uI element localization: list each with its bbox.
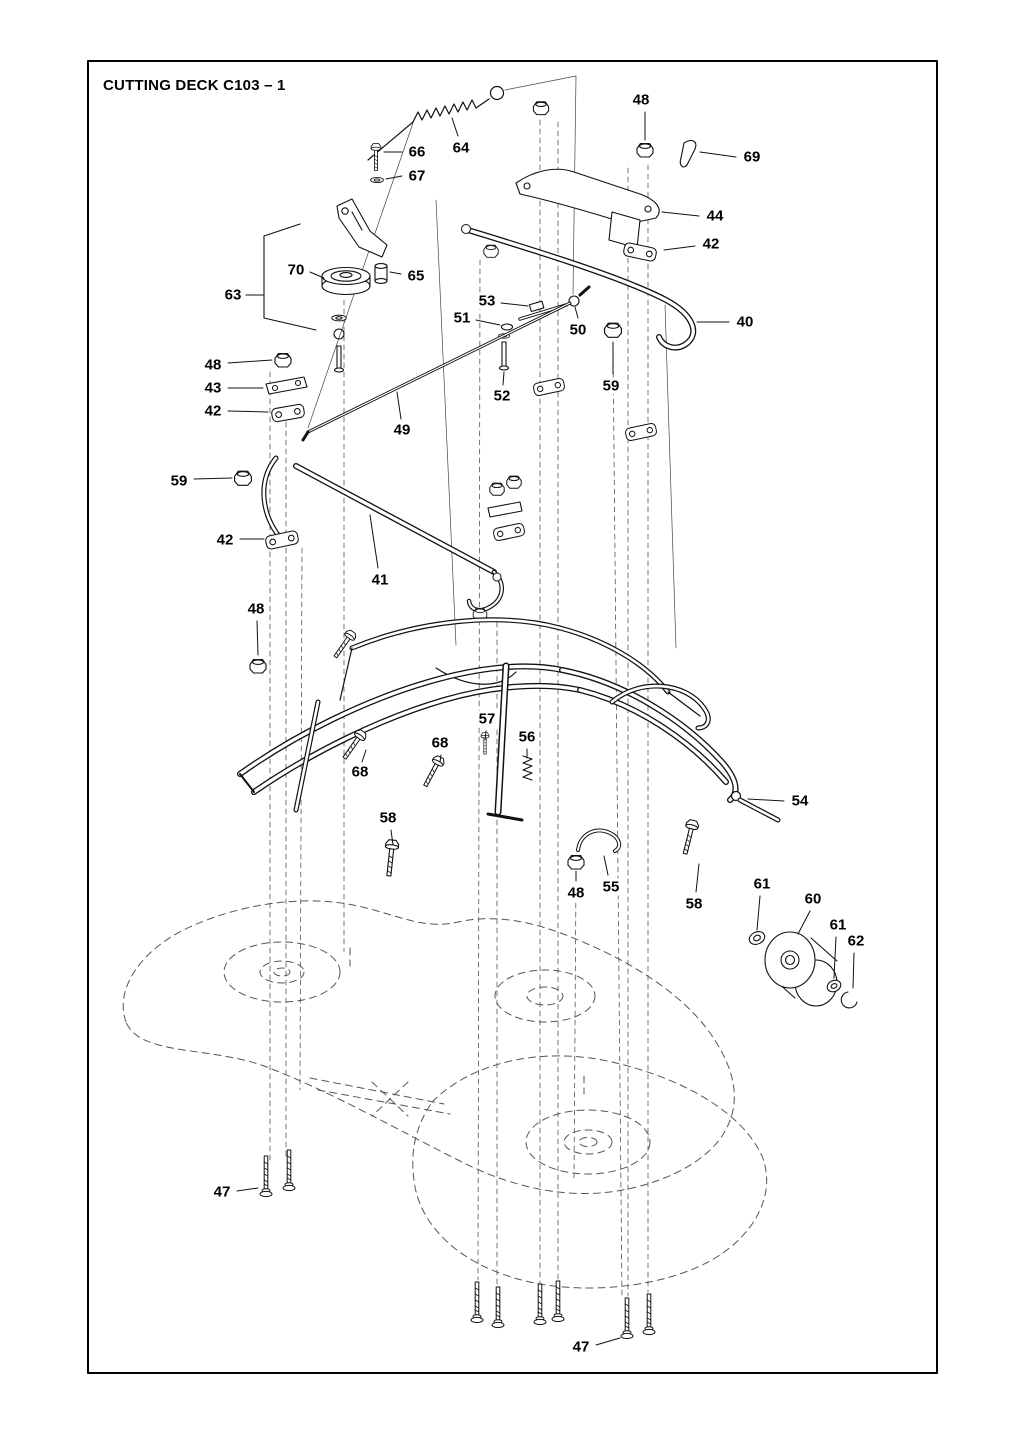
leader-line-48 (256, 620, 259, 656)
leader-line-60 (797, 910, 811, 935)
leader-line-61 (756, 895, 761, 931)
leader-line-44 (661, 211, 700, 217)
leader-line-69 (699, 151, 737, 158)
leader-line-54 (747, 798, 785, 802)
lift-frame-54 (237, 662, 781, 823)
left-hardware-stack (234, 352, 308, 551)
roller-assembly-60 (748, 931, 858, 1009)
leader-lines (193, 111, 855, 1346)
deck-screws-47 (259, 1149, 656, 1340)
upper-lift-arm (339, 617, 701, 717)
leader-line-53 (500, 302, 529, 307)
spring-64 (367, 85, 505, 161)
leader-line-68 (439, 754, 442, 763)
leader-line-57 (484, 730, 487, 741)
leader-line-49 (396, 391, 402, 420)
leader-line-67 (385, 175, 403, 180)
leader-line-68 (361, 749, 367, 763)
leader-line-42 (663, 245, 696, 251)
leader-line-47 (595, 1337, 621, 1346)
leader-line-50 (574, 306, 579, 319)
leader-line-58 (390, 829, 394, 846)
leader-line-42 (227, 410, 269, 413)
leader-line-59 (193, 477, 233, 480)
leader-line-55 (603, 855, 609, 876)
cutting-deck-shell (122, 900, 768, 1289)
idler-bracket-pulley (247, 143, 388, 373)
rod-40 (461, 224, 697, 351)
upper-bracket-44 (515, 101, 697, 263)
leader-line-58 (695, 863, 700, 893)
diagram-title: CUTTING DECK C103 – 1 (103, 77, 286, 94)
leader-line-48 (227, 359, 273, 364)
leader-line-65 (389, 271, 402, 275)
page-border (87, 60, 938, 1374)
leader-line-70 (309, 271, 325, 279)
leader-line-64 (451, 117, 459, 137)
rod-49 (301, 301, 572, 442)
leader-line-52 (502, 371, 505, 386)
construction-lines (307, 75, 677, 649)
link-assembly-50 (498, 285, 591, 371)
leader-line-62 (852, 952, 855, 989)
alignment-lines (269, 119, 649, 1299)
leader-line-41 (369, 514, 379, 569)
rod-41 (293, 463, 504, 621)
leader-line-51 (475, 319, 501, 326)
leader-line-47 (236, 1187, 259, 1192)
leader-line-61 (833, 936, 837, 979)
center-hardware (487, 322, 658, 542)
mid-fasteners (249, 628, 700, 878)
